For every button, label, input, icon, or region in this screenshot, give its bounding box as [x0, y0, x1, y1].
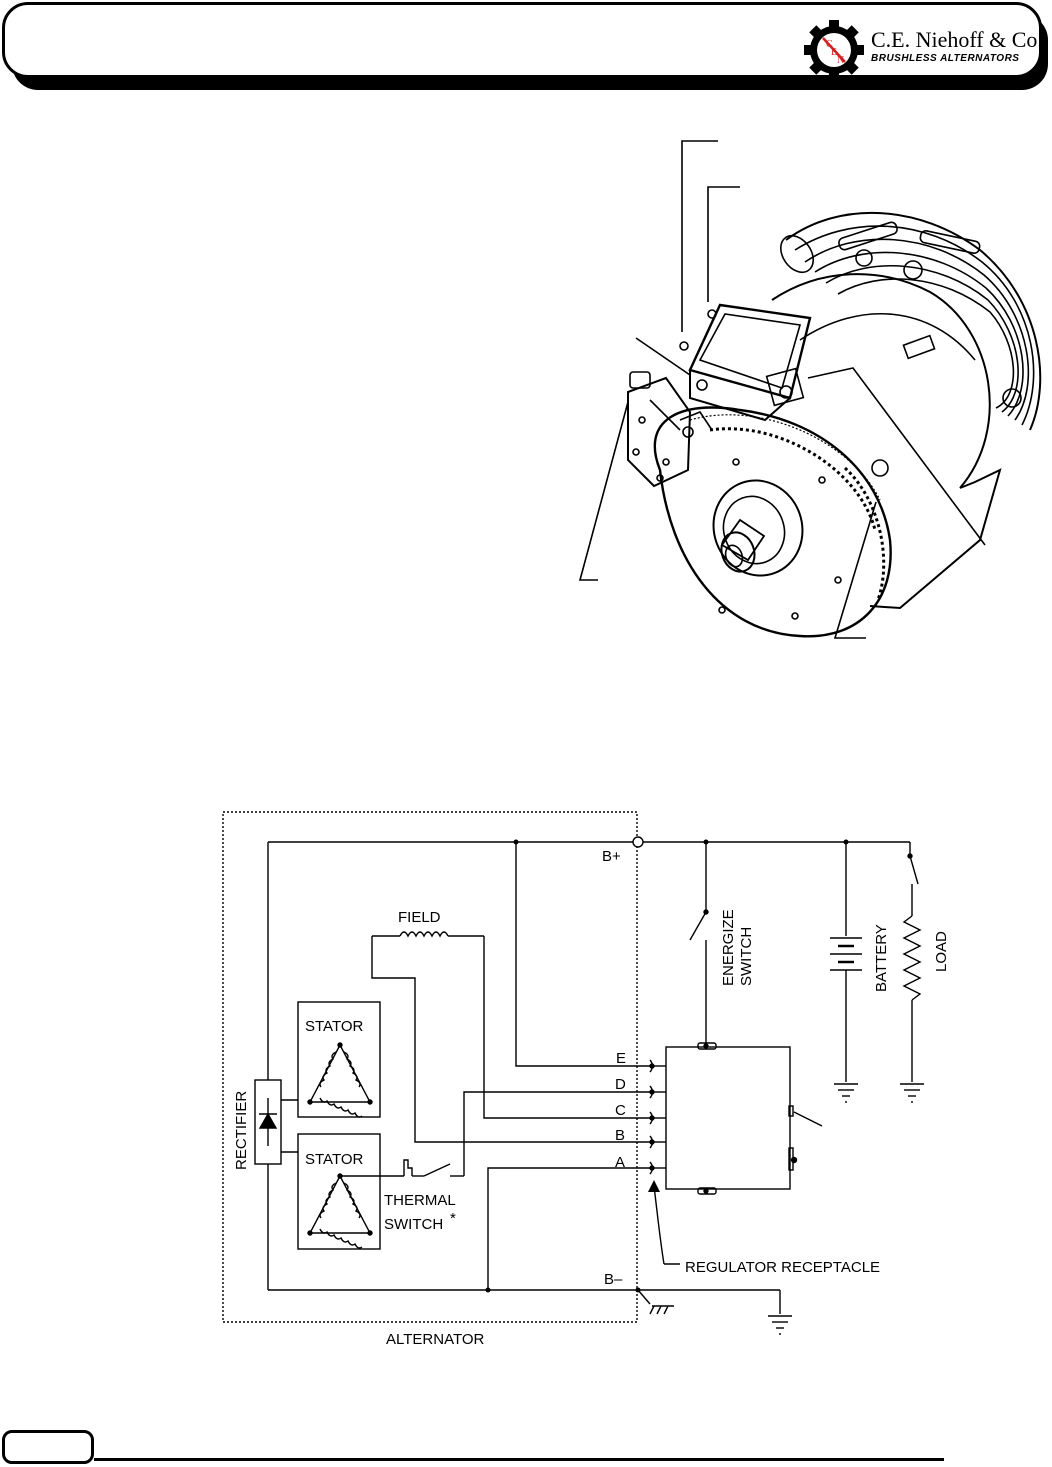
callout-leader-3 [635, 337, 691, 376]
terminal-a-label: A [615, 1154, 625, 1171]
callout-leader-1 [681, 140, 718, 332]
load-switch-icon [909, 855, 919, 885]
energize-label-2: SWITCH [738, 927, 755, 986]
stator-top-coil-icon [307, 1042, 373, 1118]
thermal-switch-asterisk: * [450, 1210, 456, 1227]
chassis-ground-icon [649, 1305, 674, 1315]
diode-icon [258, 1098, 278, 1146]
energize-switch-icon [689, 911, 707, 941]
terminal-block [627, 371, 713, 488]
rectifier-block [254, 1079, 282, 1165]
brand-name: C.E. Niehoff & Co. [871, 27, 1043, 52]
terminal-e-label: E [616, 1050, 626, 1067]
stator-bottom-label: STATOR [305, 1151, 364, 1168]
battery-label: BATTERY [873, 924, 890, 992]
thermal-switch-icon [403, 1159, 464, 1177]
wire-d [463, 1091, 650, 1176]
ground-icon-battery [834, 1083, 858, 1103]
load-label: LOAD [933, 931, 950, 972]
wire-b [371, 936, 650, 1143]
stator-bottom-box [297, 1133, 381, 1250]
field-label: FIELD [398, 909, 441, 926]
thermal-switch-label-2: SWITCH [384, 1216, 443, 1233]
receptacle-leader [653, 1185, 680, 1265]
stator-housing [771, 273, 1002, 610]
wire-a [487, 1167, 650, 1290]
callout-leader-2 [707, 186, 740, 302]
stator-bottom-coil-icon [307, 1173, 373, 1249]
battery-icon [830, 937, 862, 971]
drive-end-housing [632, 406, 892, 638]
footer-rule [94, 1458, 944, 1461]
wire-c [483, 936, 650, 1119]
page-header: C E N C.E. Niehoff & Co. BRUSHLESS ALTER… [2, 2, 1043, 80]
terminal-b-plus-label: B+ [602, 848, 621, 865]
terminal-b-minus-label: B– [604, 1271, 623, 1288]
wire-e [515, 842, 650, 1067]
voltage-regulator-box [665, 1046, 791, 1190]
terminal-d-label: D [615, 1076, 626, 1093]
rectifier-label: RECTIFIER [233, 1091, 250, 1170]
stator-top-box [297, 1001, 381, 1118]
alternator-label: ALTERNATOR [386, 1331, 485, 1348]
ground-icon-load [900, 1083, 924, 1103]
load-resistor-icon [902, 915, 922, 1001]
regulator-receptacle-label: REGULATOR RECEPTACLE [685, 1259, 880, 1276]
regulator-module [679, 303, 812, 422]
logo-letter-e: E [831, 47, 837, 58]
cen-logo-icon: C E N [804, 20, 864, 80]
terminal-c-label: C [615, 1102, 626, 1119]
rear-cooling-fins [779, 211, 1042, 431]
field-coil-icon [372, 931, 484, 938]
regulator-receptacle-pins [649, 1059, 655, 1175]
page-number-box [2, 1430, 94, 1464]
callout-leader-6 [833, 501, 877, 639]
thermal-switch-label-1: THERMAL [384, 1192, 456, 1209]
callout-leader-4 [578, 401, 629, 581]
ground-icon-main [768, 1315, 792, 1335]
drive-shaft [712, 479, 804, 577]
brand-subtitle: BRUSHLESS ALTERNATORS [871, 53, 1020, 64]
logo-letter-n: N [837, 55, 844, 66]
energize-label-1: ENERGIZE [720, 909, 737, 986]
alternator-illustration [578, 140, 1042, 639]
alternator-boundary [222, 811, 638, 1323]
terminal-b-label: B [615, 1127, 625, 1144]
callout-leader-5 [807, 367, 986, 546]
logo-letter-c: C [826, 39, 833, 50]
stator-top-label: STATOR [305, 1018, 364, 1035]
b-plus-terminal [632, 836, 644, 848]
